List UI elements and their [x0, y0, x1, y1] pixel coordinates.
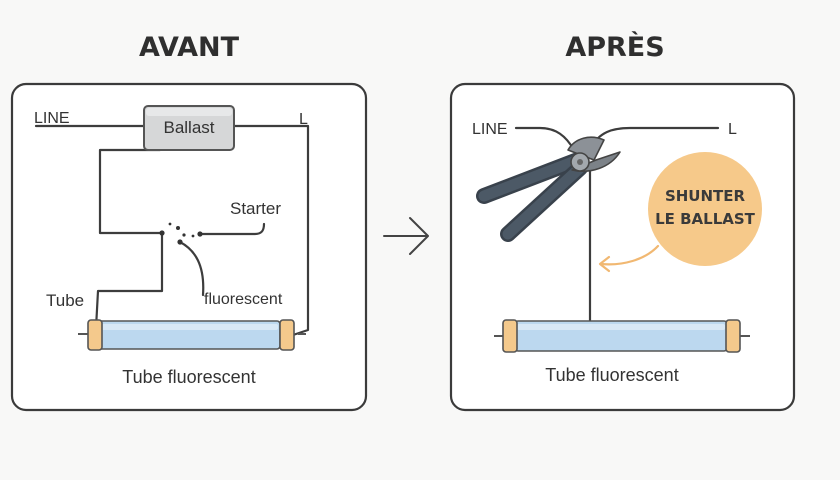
before-l-label: L: [299, 111, 308, 128]
after-caption: Tube fluorescent: [545, 365, 678, 385]
after-heading: APRÈS: [565, 31, 664, 63]
ballast-to-starter-wire: [98, 148, 164, 235]
before-caption: Tube fluorescent: [122, 367, 255, 387]
tube-cap-right: [279, 319, 295, 351]
l-wire: [232, 124, 310, 337]
before-wiring: [34, 124, 310, 337]
starter-to-tube-wire: [94, 231, 164, 330]
after-tube: [494, 319, 750, 353]
tube-cap-left: [87, 319, 103, 351]
starter-lead-wire: [198, 222, 266, 236]
callout-line2: LE BALLAST: [655, 210, 756, 228]
after-tube-cap-left: [502, 319, 518, 353]
starter-dots: [159, 222, 203, 245]
ballast-label: Ballast: [163, 118, 214, 137]
fluorescent-label: fluorescent: [204, 291, 283, 308]
before-line-label: LINE: [34, 110, 70, 127]
before-heading: AVANT: [139, 32, 240, 63]
wire-cutter-icon: [476, 136, 621, 242]
curved-arrow-icon: [598, 244, 660, 273]
callout-bubble: [648, 152, 762, 266]
ballast-highlight: [146, 108, 232, 116]
after-panel: LINE L SHUNTER LE BALLAST Tube fluoresce…: [449, 82, 796, 412]
ballast-box: [143, 105, 235, 151]
tube-label: Tube: [46, 291, 84, 310]
ballast: Ballast: [143, 105, 235, 151]
arrow-right-icon: [383, 217, 429, 255]
callout-line1: SHUNTER: [665, 187, 746, 205]
after-tube-cap-right: [725, 319, 741, 353]
starter-label: Starter: [230, 199, 281, 218]
before-panel: Ballast LINE L Starter Tube fluorescent …: [10, 82, 368, 412]
before-tube: [78, 319, 306, 351]
after-l-label: L: [728, 121, 737, 138]
after-line-label: LINE: [472, 121, 508, 138]
fluorescent-lead-wire: [178, 240, 205, 297]
callout: SHUNTER LE BALLAST: [598, 152, 762, 273]
